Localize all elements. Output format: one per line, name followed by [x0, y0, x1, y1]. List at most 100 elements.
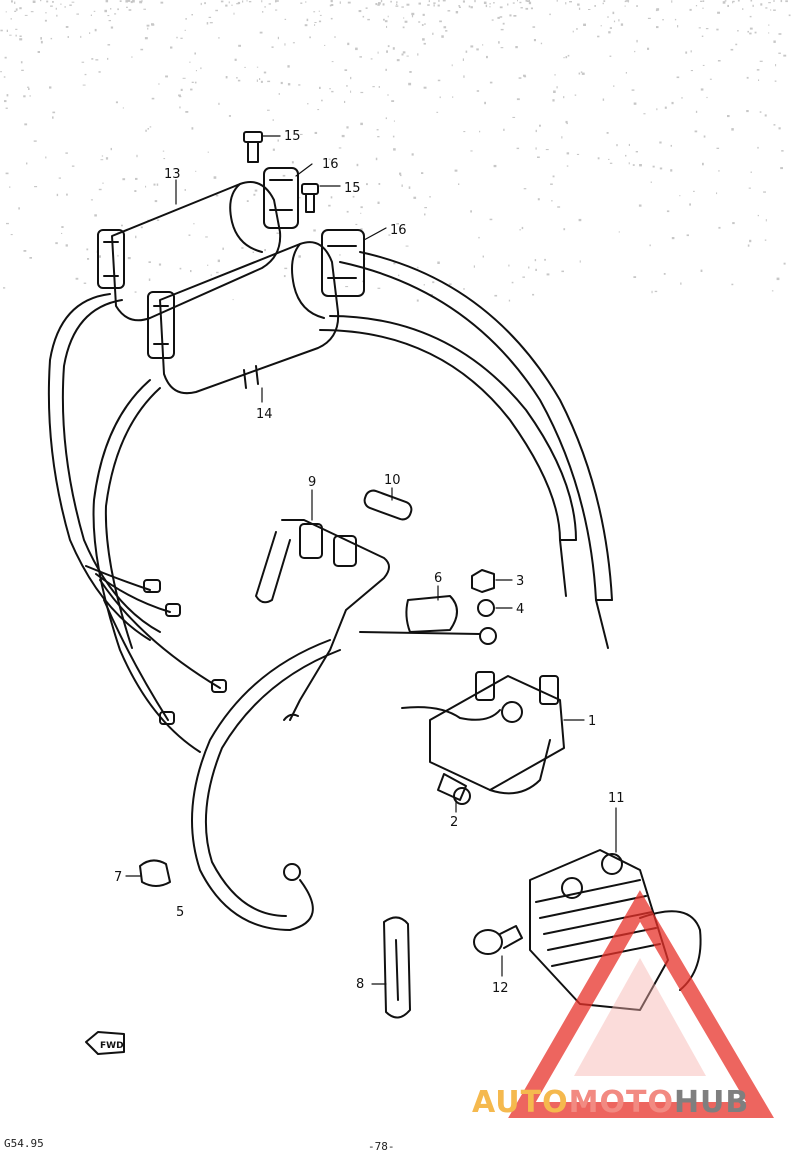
- noise-speck: [732, 0, 735, 3]
- noise-speck: [267, 80, 271, 83]
- noise-speck: [234, 58, 237, 61]
- noise-speck: [328, 204, 331, 207]
- noise-speck: [552, 175, 555, 178]
- noise-speck: [639, 164, 642, 167]
- noise-speck: [210, 274, 212, 276]
- noise-speck: [552, 99, 555, 102]
- noise-speck: [205, 236, 208, 238]
- callout-1: 1: [588, 714, 596, 729]
- noise-speck: [50, 5, 53, 7]
- noise-speck: [14, 10, 17, 12]
- noise-speck: [207, 151, 209, 153]
- noise-speck: [470, 6, 473, 9]
- noise-speck: [405, 245, 409, 247]
- noise-speck: [424, 207, 427, 209]
- callout-8: 8: [356, 977, 364, 992]
- noise-speck: [360, 212, 362, 214]
- plug-cap-16-lower: [321, 229, 365, 297]
- noise-speck: [242, 0, 244, 3]
- noise-speck: [768, 32, 770, 34]
- noise-speck: [67, 36, 69, 38]
- noise-speck: [718, 170, 720, 172]
- noise-speck: [331, 4, 334, 6]
- noise-speck: [565, 120, 568, 124]
- noise-speck: [44, 19, 47, 22]
- noise-speck: [4, 100, 7, 103]
- noise-speck: [102, 182, 104, 184]
- noise-speck: [747, 244, 750, 247]
- noise-speck: [393, 262, 396, 265]
- watermark-wordmark: AUTOMOTOHUB: [472, 1085, 749, 1120]
- noise-speck: [727, 115, 730, 118]
- noise-speck: [179, 267, 182, 270]
- noise-speck: [749, 32, 752, 35]
- noise-speck: [339, 1, 341, 4]
- noise-speck: [24, 123, 28, 126]
- noise-speck: [236, 77, 238, 79]
- noise-speck: [15, 28, 18, 30]
- screw-15-upper: [243, 131, 263, 163]
- noise-speck: [783, 54, 787, 57]
- noise-speck: [482, 255, 484, 258]
- noise-speck: [716, 192, 718, 195]
- noise-speck: [287, 65, 290, 68]
- noise-speck: [65, 26, 69, 28]
- noise-speck: [632, 164, 635, 166]
- noise-speck: [334, 36, 336, 38]
- watermark-moto: MOTO: [569, 1085, 674, 1120]
- callout-3: 3: [516, 574, 524, 589]
- noise-speck: [756, 69, 760, 71]
- noise-speck: [754, 31, 757, 34]
- noise-speck: [208, 16, 212, 18]
- noise-speck: [535, 129, 537, 133]
- noise-speck: [3, 76, 6, 78]
- noise-speck: [319, 14, 322, 16]
- noise-speck: [565, 2, 567, 5]
- noise-speck: [105, 0, 109, 3]
- noise-speck: [306, 18, 309, 22]
- noise-speck: [528, 1, 532, 5]
- noise-speck: [158, 263, 162, 266]
- noise-speck: [145, 185, 147, 188]
- noise-speck: [313, 11, 316, 13]
- noise-speck: [110, 8, 112, 10]
- noise-speck: [76, 13, 79, 15]
- noise-speck: [52, 116, 54, 119]
- noise-speck: [432, 281, 435, 284]
- noise-speck: [458, 183, 460, 185]
- fwd-arrow: [85, 1031, 125, 1055]
- noise-speck: [695, 5, 698, 7]
- noise-speck: [55, 242, 58, 245]
- noise-speck: [377, 51, 379, 54]
- noise-speck: [185, 111, 189, 113]
- noise-speck: [499, 6, 503, 9]
- noise-speck: [452, 96, 454, 98]
- noise-speck: [664, 106, 667, 109]
- noise-speck: [749, 27, 753, 30]
- noise-speck: [670, 144, 672, 147]
- callout-12: 12: [492, 981, 509, 996]
- noise-speck: [581, 72, 585, 75]
- callout-16-lower: 16: [390, 223, 407, 238]
- noise-speck: [378, 86, 380, 88]
- bracket-8: [383, 916, 411, 1019]
- noise-speck: [533, 39, 536, 42]
- footer-page-number: -78-: [368, 1140, 395, 1153]
- noise-speck: [666, 210, 670, 213]
- noise-speck: [612, 11, 615, 15]
- noise-speck: [30, 11, 34, 13]
- callout-14: 14: [256, 407, 273, 422]
- noise-speck: [244, 66, 246, 68]
- noise-speck: [406, 3, 410, 6]
- noise-speck: [737, 0, 740, 2]
- noise-speck: [775, 64, 777, 67]
- noise-speck: [191, 127, 194, 130]
- noise-speck: [149, 126, 152, 128]
- noise-speck: [262, 11, 264, 13]
- noise-speck: [700, 0, 703, 2]
- noise-speck: [554, 74, 556, 76]
- noise-speck: [778, 33, 782, 35]
- noise-speck: [409, 71, 412, 73]
- noise-speck: [545, 149, 549, 151]
